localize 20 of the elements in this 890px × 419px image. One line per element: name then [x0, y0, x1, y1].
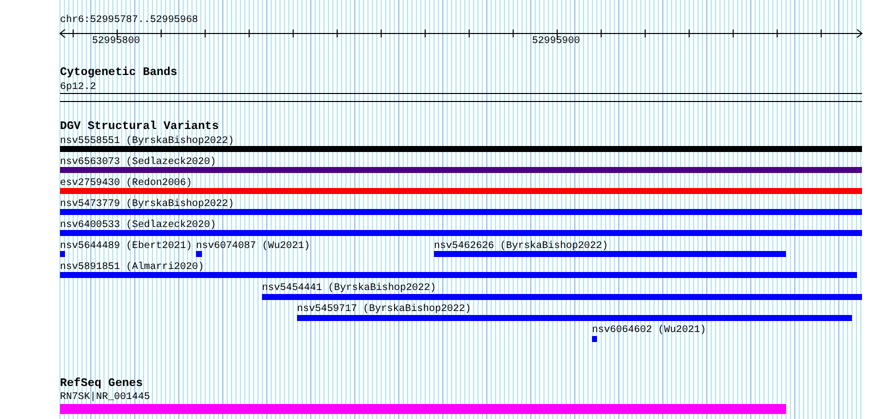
variant-label: nsv5454441 (ByrskaBishop2022) — [262, 283, 436, 294]
variant-label: nsv6563073 (Sedlazeck2020) — [60, 157, 216, 168]
track-title: DGV Structural Variants — [60, 121, 219, 133]
variant-label: nsv6064602 (Wu2021) — [592, 325, 706, 336]
band-label: 6p12.2 — [60, 82, 96, 93]
track-title: Cytogenetic Bands — [60, 67, 178, 79]
variant-label: nsv5558551 (ByrskaBishop2022) — [60, 136, 234, 147]
track-title: RefSeq Genes — [60, 378, 143, 390]
variant-label: nsv6074087 (Wu2021) — [196, 241, 310, 252]
variant-label: nsv5459717 (ByrskaBishop2022) — [297, 304, 472, 315]
variant-label: nsv5462626 (ByrskaBishop2022) — [434, 241, 608, 252]
variant-label: esv2759430 (Redon2006) — [60, 178, 192, 189]
variant-label: nsv5891851 (Almarri2020) — [60, 262, 204, 273]
variant-label: nsv5644489 (Ebert2021) — [60, 241, 192, 252]
position-label: chr6:52995787..52995968 — [60, 15, 198, 26]
tick-label: 52995900 — [532, 36, 580, 47]
variant-label: nsv6400533 (Sedlazeck2020) — [60, 220, 216, 231]
tick-label: 52995800 — [92, 36, 140, 47]
gene-label: RN7SK|NR_001445 — [60, 392, 150, 403]
variant-label: nsv5473779 (ByrskaBishop2022) — [60, 199, 234, 210]
